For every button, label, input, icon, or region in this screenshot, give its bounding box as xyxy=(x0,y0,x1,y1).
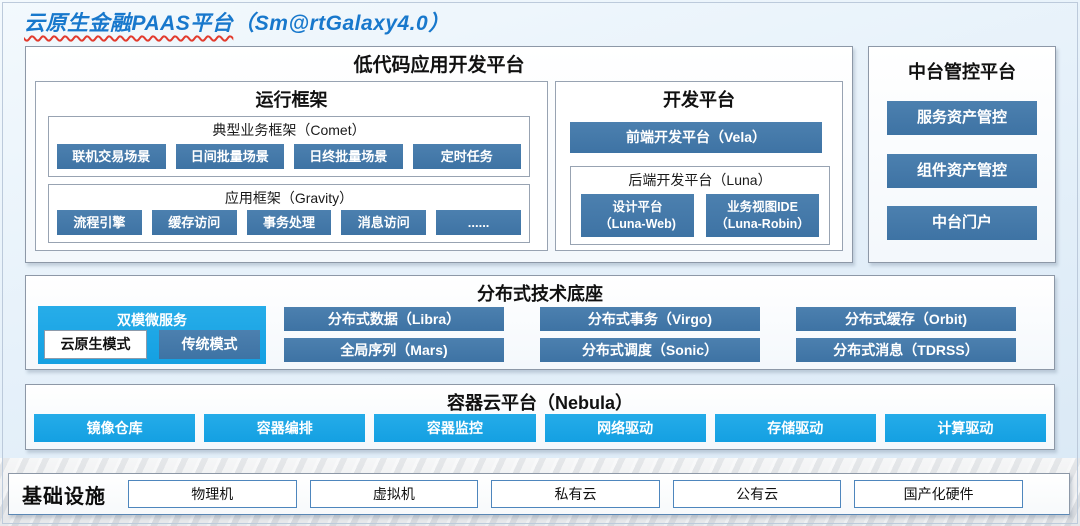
block-scheduled-task: 定时任务 xyxy=(412,144,521,169)
infra-item-virtual-machine: 虚拟机 xyxy=(309,480,479,508)
block-vela-frontend-platform: 前端开发平台（Vela） xyxy=(570,122,822,153)
gravity-framework-panel: 应用框架（Gravity） 流程引擎 缓存访问 事务处理 消息访问 ...... xyxy=(48,184,530,243)
runtime-panel-title: 运行框架 xyxy=(255,90,328,110)
comet-framework-panel: 典型业务框架（Comet） 联机交易场景 日间批量场景 日终批量场景 定时任务 xyxy=(48,116,530,177)
block-luna-robin-business-ide: 业务视图IDE （Luna-Robin） xyxy=(706,194,819,237)
luna-robin-line2: （Luna-Robin） xyxy=(715,216,810,231)
block-eod-batch-scene: 日终批量场景 xyxy=(294,144,403,169)
block-distributed-message-tdrss: 分布式消息（TDRSS） xyxy=(796,338,1016,362)
block-container-monitoring: 容器监控 xyxy=(374,414,536,442)
page-title-suffix: （Sm@rtGalaxy4.0） xyxy=(233,12,450,35)
block-global-sequence-mars: 全局序列（Mars) xyxy=(284,338,504,362)
distributed-panel-title: 分布式技术底座 xyxy=(477,284,603,304)
page-title: 云原生金融PAAS平台（Sm@rtGalaxy4.0） xyxy=(24,7,450,37)
block-distributed-cache-orbit: 分布式缓存（Orbit) xyxy=(796,307,1016,331)
block-luna-web-design-platform: 设计平台 （Luna-Web) xyxy=(581,194,694,237)
block-distributed-transaction-virgo: 分布式事务（Virgo) xyxy=(540,307,760,331)
infra-item-public-cloud: 公有云 xyxy=(672,480,842,508)
distributed-base-panel: 分布式技术底座 双模微服务 云原生模式 传统模式 分布式数据（Libra） 分布… xyxy=(25,275,1055,370)
container-cloud-block-row: 镜像仓库 容器编排 容器监控 网络驱动 存储驱动 计算驱动 xyxy=(34,414,1047,442)
block-compute-driver: 计算驱动 xyxy=(884,414,1047,442)
mid-platform-title: 中台管控平台 xyxy=(908,62,1016,82)
luna-panel-title: 后端开发平台（Luna） xyxy=(628,172,772,188)
block-network-driver: 网络驱动 xyxy=(544,414,706,442)
block-message-access: 消息访问 xyxy=(341,210,427,235)
dual-mode-microservice-panel: 双模微服务 云原生模式 传统模式 xyxy=(38,306,266,364)
block-cloud-native-mode: 云原生模式 xyxy=(44,330,147,359)
block-distributed-data-libra: 分布式数据（Libra） xyxy=(284,307,504,331)
dual-mode-title: 双模微服务 xyxy=(117,312,187,328)
block-ellipsis: ...... xyxy=(436,210,521,235)
block-transaction-processing: 事务处理 xyxy=(246,210,332,235)
dev-panel-title: 开发平台 xyxy=(663,90,735,110)
comet-block-row: 联机交易场景 日间批量场景 日终批量场景 定时任务 xyxy=(57,144,521,169)
block-online-trading-scene: 联机交易场景 xyxy=(57,144,166,169)
container-cloud-title: 容器云平台（Nebula） xyxy=(446,393,633,413)
luna-web-line1: 设计平台 xyxy=(612,199,663,214)
luna-robin-line1: 业务视图IDE xyxy=(727,199,798,214)
block-container-orchestration: 容器编排 xyxy=(204,414,366,442)
gravity-panel-title: 应用框架（Gravity） xyxy=(224,190,354,206)
infra-item-physical-machine: 物理机 xyxy=(128,480,297,508)
infra-item-domestic-hardware: 国产化硬件 xyxy=(854,480,1023,508)
block-component-asset-control: 组件资产管控 xyxy=(887,154,1037,188)
container-cloud-panel: 容器云平台（Nebula） 镜像仓库 容器编排 容器监控 网络驱动 存储驱动 计… xyxy=(25,384,1055,450)
infrastructure-panel: 基础设施 物理机 虚拟机 私有云 公有云 国产化硬件 xyxy=(8,473,1070,515)
mid-platform-control-panel: 中台管控平台 服务资产管控 组件资产管控 中台门户 xyxy=(868,46,1056,263)
infrastructure-item-row: 物理机 虚拟机 私有云 公有云 国产化硬件 xyxy=(128,480,1023,508)
infra-item-private-cloud: 私有云 xyxy=(491,480,660,508)
block-storage-driver: 存储驱动 xyxy=(714,414,876,442)
luna-web-line2: （Luna-Web) xyxy=(599,216,676,231)
gravity-block-row: 流程引擎 缓存访问 事务处理 消息访问 ...... xyxy=(57,210,521,235)
block-process-engine: 流程引擎 xyxy=(57,210,142,235)
comet-panel-title: 典型业务框架（Comet） xyxy=(212,122,366,138)
block-distributed-scheduler-sonic: 分布式调度（Sonic） xyxy=(540,338,760,362)
low-code-panel-title: 低代码应用开发平台 xyxy=(353,55,525,76)
low-code-dev-platform-panel: 低代码应用开发平台 运行框架 典型业务框架（Comet） 联机交易场景 日间批量… xyxy=(25,46,853,263)
dev-platform-panel: 开发平台 前端开发平台（Vela） 后端开发平台（Luna） 设计平台 （Lun… xyxy=(555,81,843,251)
runtime-framework-panel: 运行框架 典型业务框架（Comet） 联机交易场景 日间批量场景 日终批量场景 … xyxy=(35,81,548,251)
luna-backend-panel: 后端开发平台（Luna） 设计平台 （Luna-Web) 业务视图IDE （Lu… xyxy=(570,166,830,245)
block-mid-platform-portal: 中台门户 xyxy=(887,206,1037,240)
page-title-main: 云原生金融PAAS平台 xyxy=(24,12,234,35)
dual-mode-block-row: 云原生模式 传统模式 xyxy=(44,330,260,359)
block-image-registry: 镜像仓库 xyxy=(34,414,196,442)
luna-block-row: 设计平台 （Luna-Web) 业务视图IDE （Luna-Robin） xyxy=(581,194,819,237)
distributed-block-grid: 分布式数据（Libra） 分布式事务（Virgo) 分布式缓存（Orbit) 全… xyxy=(284,307,1016,362)
block-service-asset-control: 服务资产管控 xyxy=(887,101,1037,135)
infrastructure-title: 基础设施 xyxy=(22,485,106,508)
block-traditional-mode: 传统模式 xyxy=(159,330,260,359)
block-cache-access: 缓存访问 xyxy=(151,210,237,235)
block-intraday-batch-scene: 日间批量场景 xyxy=(175,144,284,169)
